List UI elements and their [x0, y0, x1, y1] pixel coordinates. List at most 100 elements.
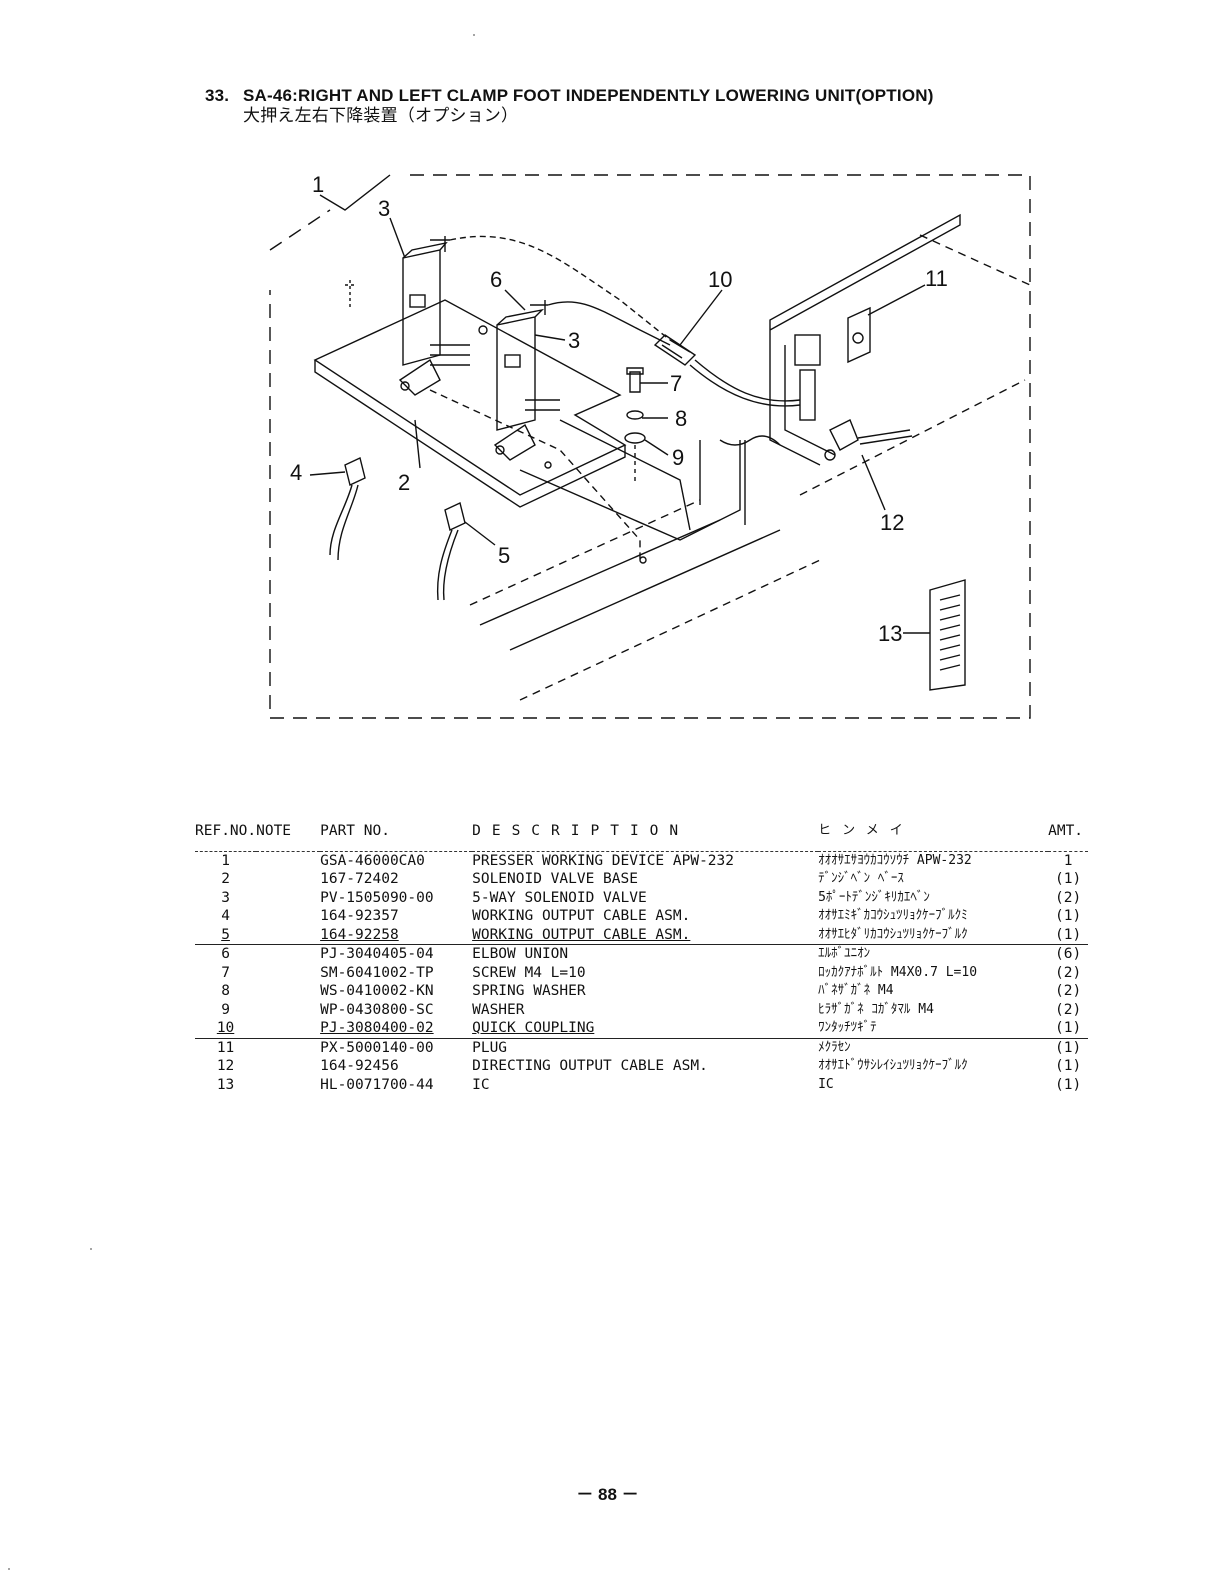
frame-dashed-border	[269, 174, 1031, 719]
cell-description: WASHER	[472, 1001, 525, 1018]
cell-description: SPRING WASHER	[472, 983, 586, 999]
cell-hinmei: ﾜﾝﾀｯﾁﾂｷﾞﾃ	[818, 1020, 877, 1035]
cell-ref: 10	[216, 1020, 235, 1036]
cell-description: WORKING OUTPUT CABLE ASM.	[472, 908, 691, 924]
scan-speck	[90, 1248, 92, 1250]
cell-note	[256, 1001, 320, 1020]
cell-part-no: 164-92357	[320, 908, 399, 924]
cell-note	[256, 944, 321, 964]
scan-speck	[8, 1568, 10, 1570]
cell-amount: (6)	[1048, 944, 1089, 964]
cell-part-no: PX-5000140-00	[320, 1037, 473, 1057]
callout-11: 11	[925, 266, 948, 291]
exploded-parts-diagram: 1 2 3 3 4 5 6 7 8 9 10 11 12 13	[269, 172, 1031, 719]
cell-note	[256, 926, 320, 945]
cell-description: SCREW M4 L=10	[472, 964, 586, 981]
plug	[847, 306, 871, 364]
solenoid-valve-base-plate	[313, 299, 627, 496]
cell-amount: (1)	[1055, 926, 1082, 943]
machine-side-panel	[769, 213, 961, 466]
cell-description: ELBOW UNION	[472, 944, 819, 964]
cell-hinmei: ﾛｯｶｸｱﾅﾎﾞﾙﾄ M4X0.7 L=10	[818, 964, 978, 980]
cell-part-no: 167-72402	[320, 871, 399, 887]
cell-part-no: PJ-3040405-04	[320, 944, 473, 964]
page-number: － 88 －	[576, 1485, 639, 1504]
cell-description: PLUG	[472, 1037, 819, 1057]
page-title: 33. SA-46:RIGHT AND LEFT CLAMP FOOT INDEP…	[205, 86, 934, 126]
cell-part-no: PV-1505090-00	[320, 889, 434, 906]
header-hinmei: ヒンメイ	[818, 822, 1049, 852]
cell-hinmei: ｵｵｵｻｴｻﾖｳｶｺｳｿｳﾁ APW-232	[818, 852, 972, 868]
cell-amount: (2)	[1055, 964, 1082, 981]
cell-hinmei: 5ﾎﾟｰﾄﾃﾞﾝｼﾞｷﾘｶｴﾍﾞﾝ	[818, 889, 930, 905]
cell-hinmei: ﾃﾞﾝｼﾞﾍﾞﾝ ﾍﾞｰｽ	[818, 871, 904, 886]
quick-coupling	[653, 334, 697, 366]
callout-13: 13	[878, 621, 902, 646]
cell-amount: (2)	[1055, 1001, 1082, 1018]
callout-10: 10	[708, 267, 732, 292]
cell-description: IC	[472, 1076, 490, 1093]
callout-3-left: 3	[378, 196, 390, 221]
cable-asm-4	[344, 457, 366, 486]
cell-description: WORKING OUTPUT CABLE ASM.	[472, 926, 691, 943]
cell-ref: 8	[221, 983, 230, 999]
cell-amount: (1)	[1055, 1020, 1082, 1036]
cell-hinmei: ﾊﾞﾈｻﾞｶﾞﾈ M4	[818, 983, 894, 998]
cell-note	[256, 907, 320, 926]
cell-description: DIRECTING OUTPUT CABLE ASM.	[472, 1058, 708, 1074]
table-row: 3 PV-1505090-00 5-WAY SOLENOID VALVE 5ﾎﾟｰﾄﾃ…	[195, 889, 1088, 908]
cell-ref: 3	[221, 889, 230, 906]
callout-9: 9	[672, 445, 684, 470]
cell-part-no: 164-92258	[320, 926, 399, 943]
table-row: 9 WP-0430800-SC WASHER ﾋﾗｻﾞｶﾞﾈ ｺｶﾞﾀﾏﾙ M4 (2)	[195, 1001, 1088, 1020]
table-header-row: REF.NO. NOTE PART NO. DESCRIPTION ヒンメイ A…	[195, 822, 1089, 852]
cell-ref: 1	[221, 852, 230, 869]
cell-note	[256, 982, 320, 1001]
solenoid-valve-right	[496, 308, 545, 431]
cell-ref: 6	[195, 944, 257, 964]
section-number: 33.	[205, 86, 230, 105]
cell-amount: (1)	[1055, 871, 1082, 887]
cell-hinmei: ﾒｸﾗｾﾝ	[818, 1037, 1049, 1057]
callout-3-right: 3	[568, 328, 580, 353]
cell-part-no: WP-0430800-SC	[320, 1001, 434, 1018]
ic-part	[929, 579, 966, 691]
title-jp: 大押え左右下降装置（オプション）	[243, 106, 519, 125]
header-ref-no: REF.NO.	[195, 822, 257, 852]
cell-part-no: 164-92456	[320, 1058, 399, 1074]
cell-amount: (2)	[1055, 983, 1082, 999]
cell-note	[256, 964, 320, 983]
cell-ref: 4	[221, 908, 230, 924]
cell-note	[256, 1019, 320, 1038]
cell-hinmei: ﾋﾗｻﾞｶﾞﾈ ｺｶﾞﾀﾏﾙ M4	[818, 1001, 934, 1017]
cell-note	[256, 1057, 320, 1076]
cell-part-no: HL-0071700-44	[320, 1076, 434, 1093]
cell-note	[256, 851, 320, 870]
header-amount: AMT.	[1048, 822, 1089, 852]
callout-8: 8	[675, 406, 687, 431]
cell-amount: (1)	[1048, 1037, 1089, 1057]
title-en: SA-46:RIGHT AND LEFT CLAMP FOOT INDEPEND…	[243, 86, 934, 105]
cell-amount: (1)	[1055, 1058, 1082, 1074]
parts-list-table: REF.NO. NOTE PART NO. DESCRIPTION ヒンメイ A…	[195, 822, 1089, 1095]
cell-ref: 7	[221, 964, 230, 981]
cell-ref: 2	[221, 871, 230, 887]
cell-note	[256, 889, 320, 908]
cell-amount: 1	[1063, 852, 1073, 869]
callout-7: 7	[670, 371, 682, 396]
cell-ref: 9	[221, 1001, 230, 1018]
callout-4: 4	[290, 460, 302, 485]
cell-amount: (1)	[1055, 908, 1082, 924]
callout-12: 12	[880, 510, 904, 535]
header-description: DESCRIPTION	[472, 822, 819, 852]
cell-description: 5-WAY SOLENOID VALVE	[472, 889, 647, 906]
callout-5: 5	[498, 543, 510, 568]
